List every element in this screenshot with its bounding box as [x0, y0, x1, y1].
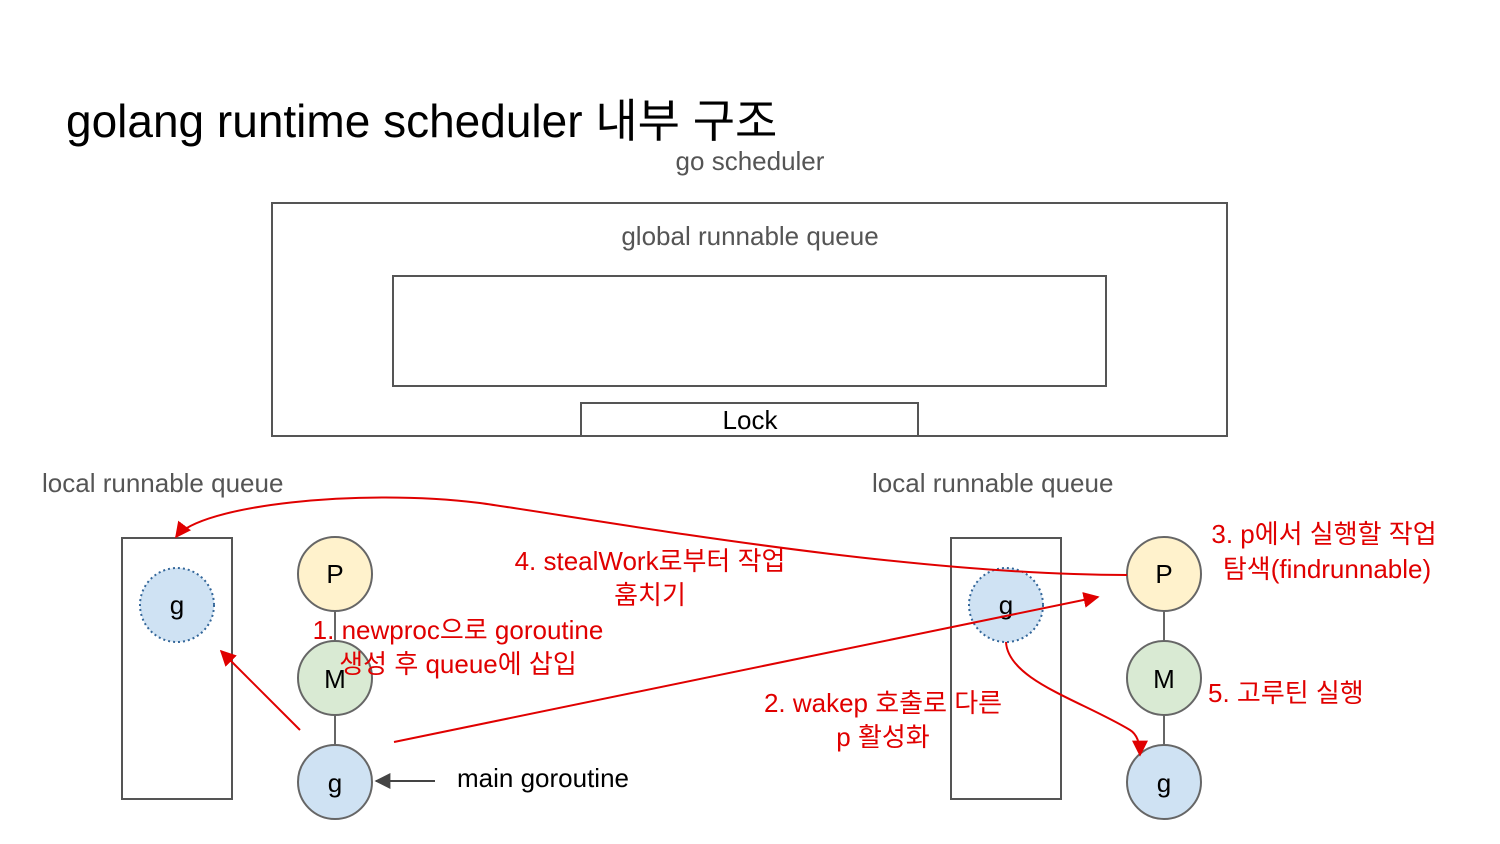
step2-line2: p 활성화: [836, 722, 930, 752]
page-title: golang runtime scheduler 내부 구조: [66, 95, 777, 147]
right-queue-box: [950, 537, 1062, 800]
newproc-arrow: [219, 649, 301, 731]
right-g-label: g: [1157, 768, 1171, 798]
left-m-label: M: [324, 664, 346, 694]
main-goroutine-label: main goroutine: [457, 763, 629, 793]
left-m-node: [297, 640, 373, 716]
global-queue-box: [392, 275, 1107, 387]
left-p-label: P: [326, 559, 343, 589]
step4-line1: 4. stealWork로부터 작업: [515, 546, 786, 576]
step3-line2: 탐색(findrunnable): [1223, 554, 1431, 584]
lock-label: Lock: [723, 405, 779, 435]
steal-work-arrow: [175, 496, 1128, 576]
step4-line2: 훔치기: [614, 580, 686, 610]
left-g-node: [297, 744, 373, 820]
step1-line2: 생성 후 queue에 삽입: [339, 649, 577, 679]
left-queue-label: local runnable queue: [42, 468, 283, 498]
right-g-node: [1126, 744, 1202, 820]
execute-goroutine-arrow: [1005, 641, 1148, 757]
step2-line1: 2. wakep 호출로 다른: [764, 688, 1002, 718]
global-queue-label: global runnable queue: [621, 221, 878, 251]
step1-line1: 1. newproc으로 goroutine: [313, 615, 604, 645]
step5-label: 5. 고루틴 실행: [1208, 678, 1364, 708]
right-queue-label: local runnable queue: [872, 468, 1113, 498]
right-m-label: M: [1153, 664, 1175, 694]
left-queued-goroutine-label: g: [170, 590, 184, 620]
right-queued-goroutine: [968, 567, 1044, 643]
left-queued-goroutine: [139, 567, 215, 643]
right-p-label: P: [1155, 559, 1172, 589]
right-queued-goroutine-label: g: [999, 590, 1013, 620]
left-g-label: g: [328, 768, 342, 798]
left-p-node: [297, 536, 373, 612]
step3-line1: 3. p에서 실행할 작업: [1211, 519, 1436, 549]
right-m-node: [1126, 640, 1202, 716]
scheduler-label: go scheduler: [676, 146, 825, 176]
wakep-arrow: [393, 592, 1100, 743]
lock-box: [580, 402, 919, 437]
